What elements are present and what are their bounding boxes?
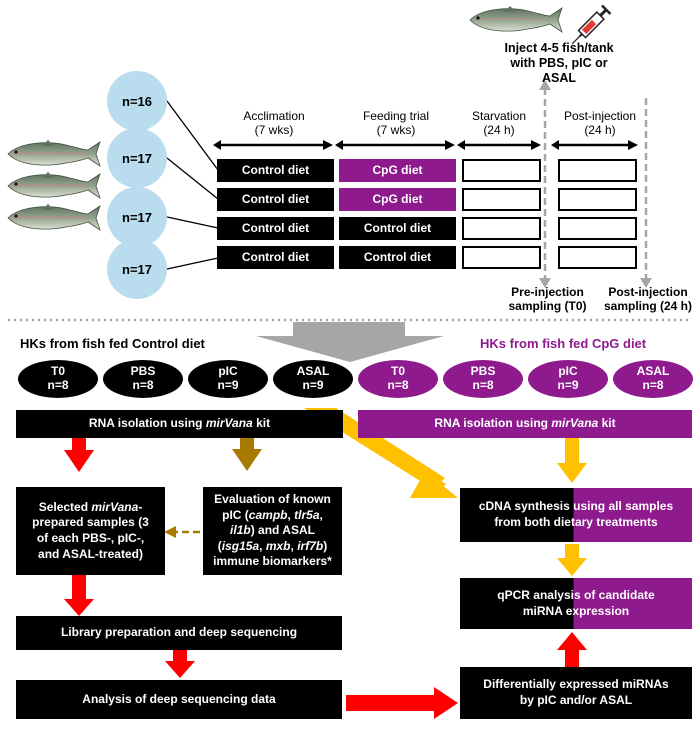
trout-icon: [7, 139, 101, 167]
phase-label-feeding-trial: Feeding trial(7 wks): [362, 109, 430, 138]
rna-isolation-cpg-box: RNA isolation using mirVana kit: [358, 410, 692, 438]
timeline-arrow: [551, 140, 638, 150]
sequencing-analysis-box: Analysis of deep sequencing data: [16, 680, 342, 719]
injection-note: Inject 4-5 fish/tank with PBS, pIC or AS…: [504, 41, 614, 85]
selected-samples-box: Selected mirVana- prepared samples (3 of…: [16, 487, 165, 575]
post-injection-box: [558, 188, 637, 211]
post-injection-box: [558, 246, 637, 269]
hk-cpg-heading: HKs from fish fed CpG diet: [480, 336, 647, 351]
red-arrow: [64, 574, 94, 616]
phase-label-post-injection: Post-injection(24 h): [563, 109, 637, 138]
group-circle: n=17: [107, 128, 167, 188]
qpcr-analysis-box: qPCR analysis of candidate miRNA express…: [460, 578, 692, 629]
post-injection-box: [558, 159, 637, 182]
group-connector: [166, 257, 219, 270]
acclimation-diet-box: Control diet: [217, 246, 334, 269]
phase-label-acclimation: Acclimation(7 wks): [243, 109, 305, 138]
red-arrow: [346, 687, 458, 719]
cdna-synthesis-box: cDNA synthesis using all samples from bo…: [460, 488, 692, 542]
feeding-diet-box: CpG diet: [339, 159, 456, 182]
post-injection-sampling-arrow: [640, 98, 652, 288]
group-circle: n=17: [107, 187, 167, 247]
brown-dashed-arrow: [164, 526, 200, 538]
group-connector: [166, 157, 219, 200]
phase-label-starvation: Starvation(24 h): [471, 109, 527, 138]
acclimation-diet-box: Control diet: [217, 188, 334, 211]
library-preparation-box: Library preparation and deep sequencing: [16, 616, 342, 650]
funnel-arrow: [256, 322, 444, 362]
trout-icon: [469, 5, 563, 33]
group-connector: [166, 216, 219, 229]
feeding-diet-box: CpG diet: [339, 188, 456, 211]
rna-isolation-control-box: RNA isolation using mirVana kit: [16, 410, 343, 438]
red-arrow: [165, 649, 195, 678]
trout-icon: [7, 203, 101, 231]
differential-mirna-box: Differentially expressed miRNAs by pIC a…: [460, 667, 692, 719]
timeline-arrow: [213, 140, 333, 150]
group-circle: n=16: [107, 71, 167, 131]
starvation-box: [462, 188, 541, 211]
red-arrow: [557, 632, 587, 667]
yellow-arrow: [557, 544, 587, 576]
feeding-diet-box: Control diet: [339, 246, 456, 269]
acclimation-diet-box: Control diet: [217, 159, 334, 182]
starvation-box: [462, 217, 541, 240]
starvation-box: [462, 246, 541, 269]
post-injection-box: [558, 217, 637, 240]
pre-injection-sampling-arrow: [539, 80, 551, 288]
group-circle: n=17: [107, 239, 167, 299]
biomarker-evaluation-box: Evaluation of known pIC (campb, tlr5a, i…: [203, 487, 342, 575]
timeline-arrow: [335, 140, 455, 150]
starvation-box: [462, 159, 541, 182]
timeline-arrow: [457, 140, 541, 150]
feeding-diet-box: Control diet: [339, 217, 456, 240]
group-connector: [166, 100, 219, 171]
trout-icon: [7, 171, 101, 199]
hk-control-heading: HKs from fish fed Control diet: [20, 336, 205, 351]
acclimation-diet-box: Control diet: [217, 217, 334, 240]
syringe-icon: [571, 4, 612, 45]
